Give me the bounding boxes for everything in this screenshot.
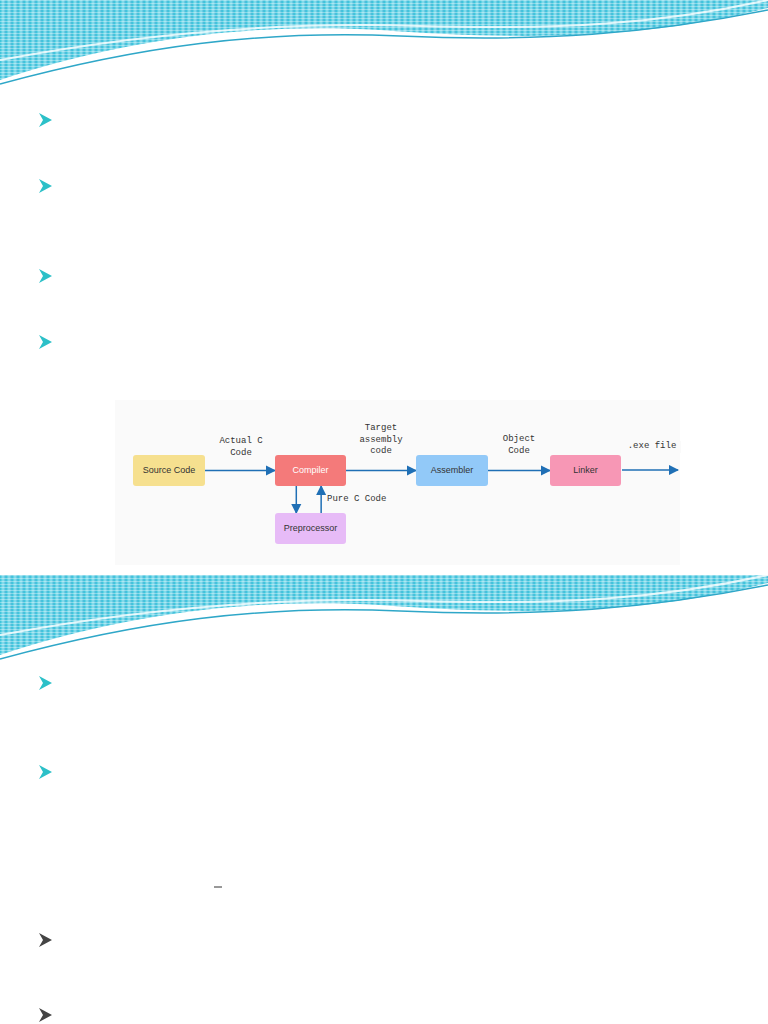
output-arrow	[622, 469, 678, 471]
header-wave	[0, 575, 768, 659]
compiler-box: Compiler	[275, 455, 346, 486]
edge-label: Actual C Code	[212, 436, 270, 459]
bullet-arrow	[39, 113, 52, 779]
box-label: Linker	[569, 465, 602, 475]
preprocessor-box: Preprocessor	[275, 513, 346, 544]
box-label: Assembler	[427, 465, 478, 475]
flow-arrow	[320, 486, 322, 513]
bullet-arrow	[39, 933, 52, 1022]
output-label: .exe file	[623, 441, 681, 453]
header-wave	[0, 0, 768, 84]
source-box: Source Code	[133, 455, 205, 486]
diagram-panel	[115, 400, 680, 565]
assembler-box: Assembler	[416, 455, 488, 486]
edge-label: Target assembly code	[352, 423, 410, 458]
flow-arrow	[205, 470, 275, 472]
flow-arrow	[488, 470, 550, 472]
edge-label: Pure C Code	[326, 494, 398, 506]
edge-label: Object Code	[492, 434, 546, 457]
box-label: Compiler	[288, 465, 332, 475]
box-label: Source Code	[139, 465, 200, 475]
flow-arrow	[296, 486, 298, 513]
linker-box: Linker	[550, 455, 621, 486]
flow-arrow	[346, 470, 416, 472]
underline-mark	[214, 887, 222, 888]
box-label: Preprocessor	[280, 523, 342, 533]
